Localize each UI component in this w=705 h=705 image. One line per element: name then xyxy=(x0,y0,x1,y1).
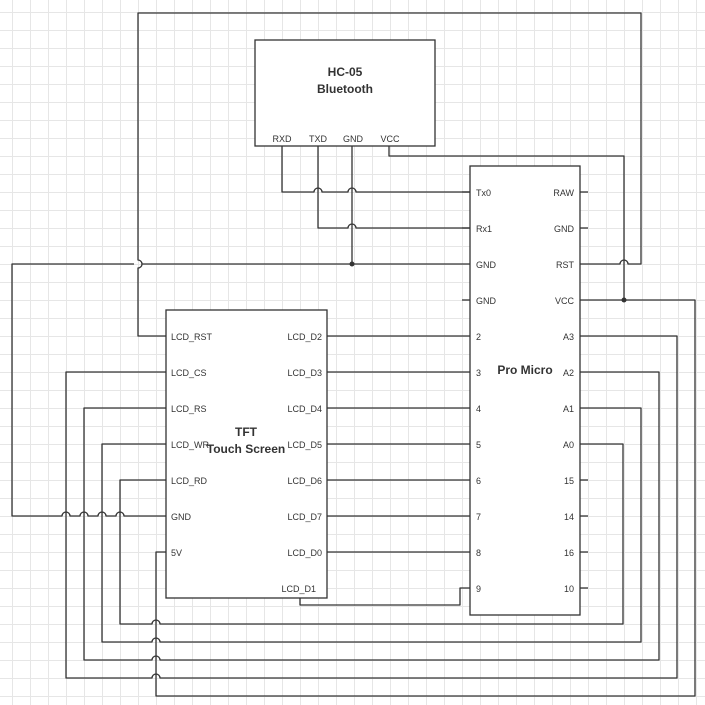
pm-pin-10: 10 xyxy=(564,584,574,594)
hc05-module: HC-05 Bluetooth RXD TXD GND VCC xyxy=(254,39,436,147)
pm-pin-a1: A1 xyxy=(563,404,574,414)
tft-pin-lcd-d5: LCD_D5 xyxy=(287,440,322,450)
pm-pin-3: 3 xyxy=(476,368,481,378)
wire-bt-vcc xyxy=(388,146,625,300)
tft-module: TFT Touch Screen LCD_RST LCD_CS LCD_RS L… xyxy=(165,309,328,599)
pm-pin-a3: A3 xyxy=(563,332,574,342)
hc05-subtitle: Bluetooth xyxy=(317,82,373,96)
hc05-pin-rxd: RXD xyxy=(272,134,292,144)
tft-pin-5v: 5V xyxy=(171,548,182,558)
pm-pin-gnd-1: GND xyxy=(476,260,497,270)
pm-pin-5: 5 xyxy=(476,440,481,450)
hc05-pin-gnd: GND xyxy=(343,134,364,144)
pm-pin-gnd-2: GND xyxy=(476,296,497,306)
wire-lcd-d1 xyxy=(299,587,470,606)
wire-rst-lcd-rst xyxy=(137,12,642,337)
hc05-pin-vcc: VCC xyxy=(380,134,400,144)
pm-pin-a2: A2 xyxy=(563,368,574,378)
tft-pin-gnd: GND xyxy=(171,512,192,522)
pm-pin-16: 16 xyxy=(564,548,574,558)
pro-micro-pin-stubs xyxy=(462,191,588,589)
tft-subtitle: Touch Screen xyxy=(207,442,285,456)
tft-title: TFT xyxy=(235,425,258,439)
wire-txd-rx1 xyxy=(317,146,470,229)
hc05-body xyxy=(254,39,436,147)
pm-pin-4: 4 xyxy=(476,404,481,414)
pm-pin-tx0: Tx0 xyxy=(476,188,491,198)
tft-pin-lcd-d0: LCD_D0 xyxy=(287,548,322,558)
tft-pin-lcd-wr: LCD_WR xyxy=(171,440,210,450)
pm-pin-gnd-3: GND xyxy=(554,224,575,234)
pm-pin-a0: A0 xyxy=(563,440,574,450)
pm-pin-vcc: VCC xyxy=(555,296,575,306)
tft-pin-lcd-rs: LCD_RS xyxy=(171,404,207,414)
tft-pin-lcd-d4: LCD_D4 xyxy=(287,404,322,414)
tft-body xyxy=(165,309,328,599)
pm-pin-14: 14 xyxy=(564,512,574,522)
junction-vcc xyxy=(621,297,627,303)
tft-pin-lcd-d7: LCD_D7 xyxy=(287,512,322,522)
wire-rxd-tx0 xyxy=(281,146,470,193)
tft-pin-lcd-d6: LCD_D6 xyxy=(287,476,322,486)
tft-pin-lcd-cs: LCD_CS xyxy=(171,368,207,378)
pro-micro-title: Pro Micro xyxy=(497,363,552,377)
pm-pin-rx1: Rx1 xyxy=(476,224,492,234)
pm-pin-9: 9 xyxy=(476,584,481,594)
wires xyxy=(11,12,696,697)
tft-pin-lcd-d1: LCD_D1 xyxy=(281,584,316,594)
pro-micro-body xyxy=(469,165,581,616)
pm-pin-rst: RST xyxy=(556,260,575,270)
tft-pin-lcd-d2: LCD_D2 xyxy=(287,332,322,342)
tft-pin-lcd-rst: LCD_RST xyxy=(171,332,213,342)
hc05-pin-txd: TXD xyxy=(309,134,328,144)
pro-micro-module: Pro Micro Tx0 Rx1 GND GND 2 3 4 5 6 7 8 … xyxy=(462,165,588,616)
junction-gnd xyxy=(349,261,355,267)
wire-lcd-cs-a3 xyxy=(65,335,678,679)
junctions xyxy=(349,261,627,303)
tft-pin-lcd-rd: LCD_RD xyxy=(171,476,208,486)
pm-pin-15: 15 xyxy=(564,476,574,486)
wire-5v-vcc xyxy=(155,299,696,697)
pm-pin-2: 2 xyxy=(476,332,481,342)
pm-pin-8: 8 xyxy=(476,548,481,558)
pm-pin-7: 7 xyxy=(476,512,481,522)
pm-pin-raw: RAW xyxy=(553,188,574,198)
hc05-title: HC-05 xyxy=(328,65,363,79)
tft-pin-lcd-d3: LCD_D3 xyxy=(287,368,322,378)
pm-pin-6: 6 xyxy=(476,476,481,486)
